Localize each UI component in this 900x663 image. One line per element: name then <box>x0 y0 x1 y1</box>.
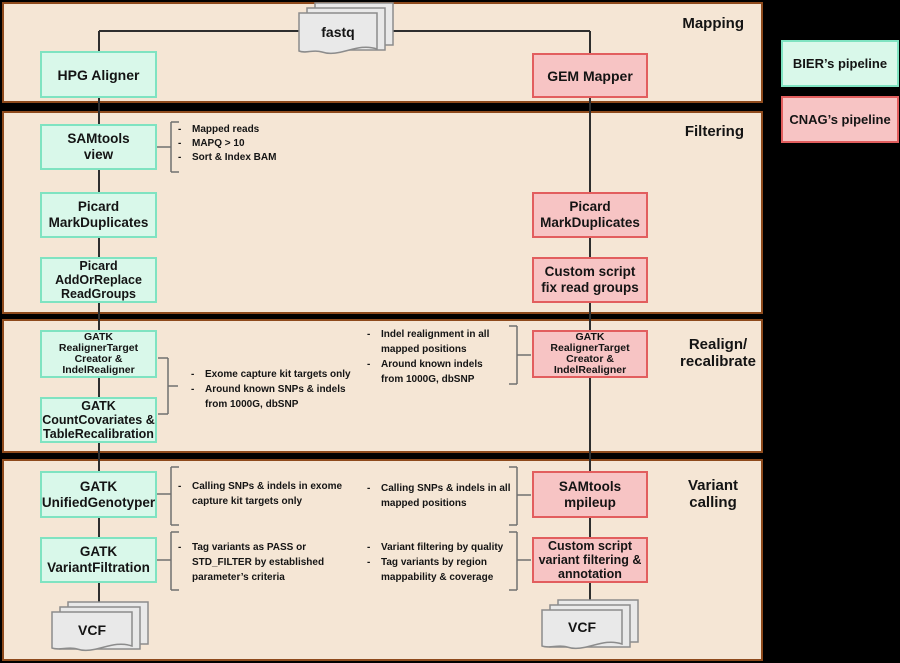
annotation-realign-right: Indel realignment in all mapped position… <box>366 327 506 387</box>
node-custom-script-variant-filtering: Custom script variant filtering & annota… <box>532 537 648 583</box>
bullet-item: Around known SNPs & indels from 1000G, d… <box>190 382 365 412</box>
annotation-samtools-view: Mapped reads MAPQ > 10 Sort & Index BAM <box>177 123 352 165</box>
node-picard-addorreplace-readgroups: Picard AddOrReplace ReadGroups <box>40 257 157 303</box>
bullet-item: Around known indels from 1000G, dbSNP <box>366 357 506 387</box>
node-picard-markduplicates-cnag: Picard MarkDuplicates <box>532 192 648 238</box>
node-gatk-countcovariates: GATK CountCovariates & TableRecalibratio… <box>40 397 157 443</box>
node-samtools-mpileup: SAMtools mpileup <box>532 471 648 518</box>
bullet-item: Variant filtering by quality <box>366 540 516 555</box>
annotation-unifiedgenotyper: Calling SNPs & indels in exome capture k… <box>177 479 352 509</box>
bullet-item: Calling SNPs & indels in exome capture k… <box>177 479 352 509</box>
legend-cnag-pipeline: CNAG’s pipeline <box>781 96 899 143</box>
bullet-item: MAPQ > 10 <box>177 137 352 151</box>
bullet-item: Calling SNPs & indels in all mapped posi… <box>366 481 516 511</box>
annotation-mpileup: Calling SNPs & indels in all mapped posi… <box>366 481 516 511</box>
node-picard-markduplicates-bier: Picard MarkDuplicates <box>40 192 157 238</box>
section-label-filtering: Filtering <box>684 123 744 140</box>
bullet-item: Tag variants by region mappability & cov… <box>366 555 516 585</box>
legend-bier-pipeline: BIER’s pipeline <box>781 40 899 87</box>
section-label-realign-recalibrate: Realign/ recalibrate <box>680 336 756 370</box>
annotation-realign-left: Exome capture kit targets only Around kn… <box>190 367 365 412</box>
bullet-item: Sort & Index BAM <box>177 151 352 165</box>
section-label-mapping: Mapping <box>682 15 744 32</box>
node-samtools-view: SAMtools view <box>40 124 157 170</box>
node-gem-mapper: GEM Mapper <box>532 53 648 98</box>
vcf-right-label: VCF <box>568 619 596 635</box>
annotation-variantfiltration: Tag variants as PASS or STD_FILTER by es… <box>177 540 332 585</box>
bullet-item: Mapped reads <box>177 123 352 137</box>
bullet-item: Tag variants as PASS or STD_FILTER by es… <box>177 540 332 585</box>
vcf-left-label: VCF <box>78 622 106 638</box>
bullet-item: Indel realignment in all mapped position… <box>366 327 506 357</box>
node-custom-script-fix-read-groups: Custom script fix read groups <box>532 257 648 303</box>
node-gatk-variantfiltration: GATK VariantFiltration <box>40 537 157 583</box>
section-label-variant-calling: Variant calling <box>687 477 739 511</box>
node-hpg-aligner: HPG Aligner <box>40 51 157 98</box>
annotation-custom-variant-filtering: Variant filtering by quality Tag variant… <box>366 540 516 585</box>
node-gatk-realignertarget-cnag: GATK RealignerTarget Creator & IndelReal… <box>532 330 648 378</box>
fastq-label: fastq <box>321 24 355 40</box>
node-gatk-realignertarget-bier: GATK RealignerTarget Creator & IndelReal… <box>40 330 157 378</box>
bullet-item: Exome capture kit targets only <box>190 367 365 382</box>
node-gatk-unifiedgenotyper: GATK UnifiedGenotyper <box>40 471 157 518</box>
